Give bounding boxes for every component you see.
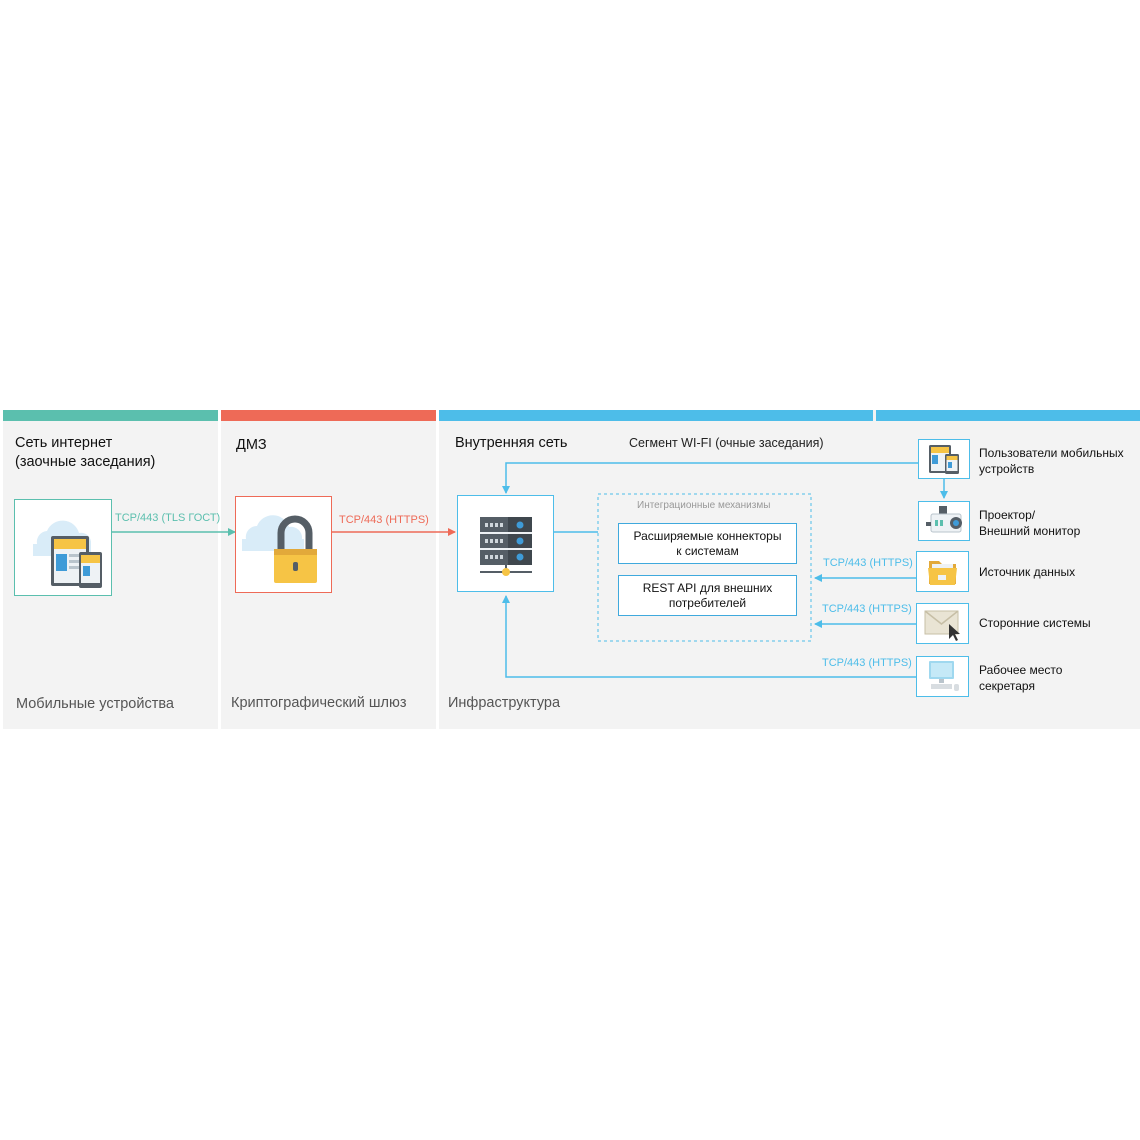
folder-icon xyxy=(928,561,957,585)
link-label-dmz-internal: TCP/443 (HTTPS) xyxy=(339,514,429,526)
mobile-devices-icon xyxy=(929,445,959,474)
server-icon xyxy=(480,517,532,576)
zone-internet-bar xyxy=(3,410,218,421)
link-label-data-source: TCP/443 (HTTPS) xyxy=(823,557,913,569)
zone-internal-caption: Инфраструктура xyxy=(448,695,561,711)
zone-internal-bar xyxy=(439,410,873,421)
zone-wifi-bar xyxy=(876,410,1140,421)
zone-dmz-bar xyxy=(221,410,436,421)
crypto-gateway-node xyxy=(235,496,332,593)
mobile-users-arrow xyxy=(502,462,918,494)
projector-node xyxy=(918,501,970,541)
padlock-icon xyxy=(242,515,317,583)
data-source-label: Источник данных xyxy=(979,565,1076,579)
rest-api-box: REST API для внешних потребителей xyxy=(618,575,797,616)
workstation-node xyxy=(916,656,969,697)
connectors-box: Расширяемые коннекторы к системам xyxy=(618,523,797,564)
integration-dashed-frame xyxy=(597,493,812,642)
mobile-users-label: Пользователи мобильных устройств xyxy=(979,446,1124,476)
mobile-devices-node xyxy=(14,499,112,596)
zone-dmz-caption: Криптографический шлюз xyxy=(231,695,407,711)
workstation-arrow xyxy=(502,595,916,678)
cloud-devices-icon xyxy=(33,520,102,588)
projector-icon xyxy=(926,506,962,533)
zone-internal-title: Внутренняя сеть xyxy=(455,435,568,451)
wifi-segment-title: Сегмент WI-FI (очные заседания) xyxy=(629,436,824,450)
zone-dmz-title: ДМЗ xyxy=(236,437,267,453)
envelope-icon xyxy=(924,610,960,641)
mobile-users-node xyxy=(918,439,970,479)
workstation-label: Рабочее место секретаря xyxy=(979,663,1063,693)
computer-icon xyxy=(929,661,959,691)
integration-title: Интеграционные механизмы xyxy=(637,500,771,511)
third-party-node xyxy=(916,603,969,644)
zone-internet-title: Сеть интернет (заочные заседания) xyxy=(15,435,156,470)
zone-internet-caption: Мобильные устройства xyxy=(16,696,174,712)
link-label-workstation: TCP/443 (HTTPS) xyxy=(822,657,912,669)
data-source-node xyxy=(916,551,969,592)
link-label-third-party: TCP/443 (HTTPS) xyxy=(822,603,912,615)
link-label-internet-dmz: TCP/443 (TLS ГОСТ) xyxy=(115,512,221,524)
server-node xyxy=(457,495,554,592)
projector-label: Проектор/ Внешний монитор xyxy=(979,508,1081,538)
third-party-label: Сторонние системы xyxy=(979,616,1091,630)
